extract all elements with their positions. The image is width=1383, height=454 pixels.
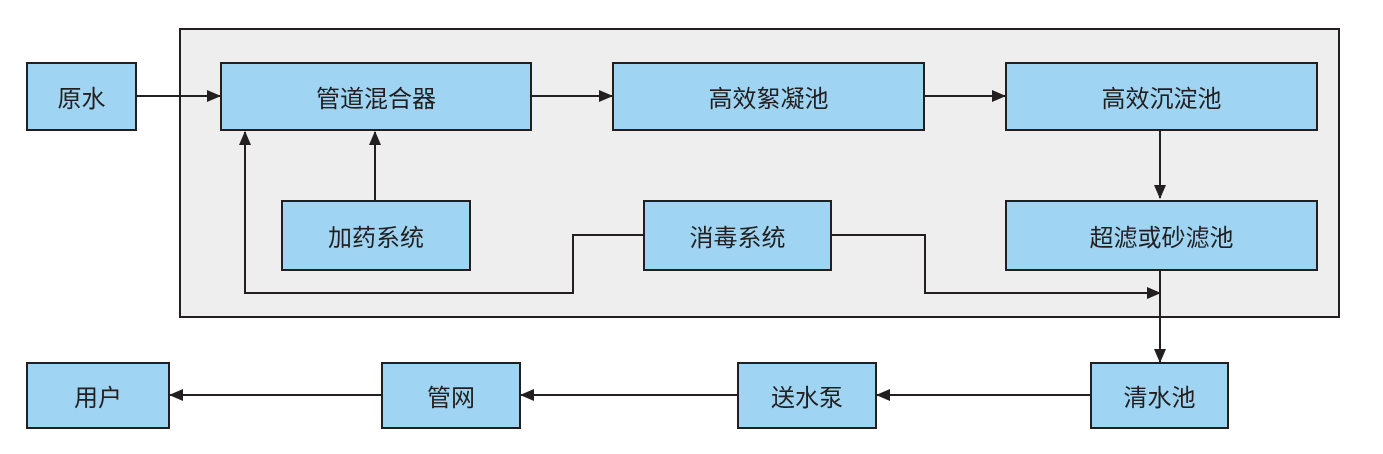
node-filter-tank: 超滤或砂滤池: [1005, 200, 1318, 271]
node-label: 消毒系统: [689, 224, 786, 252]
arrow-disinfection-to-outlet: [832, 234, 1161, 299]
node-pipe-mixer: 管道混合器: [220, 62, 532, 131]
arrow-disinfection-to-mixer: [239, 131, 643, 294]
node-label: 原水: [57, 85, 106, 113]
node-label: 超滤或砂滤池: [1089, 224, 1234, 252]
node-dosing-system: 加药系统: [281, 200, 471, 271]
node-label: 清水池: [1123, 384, 1196, 412]
node-water-pump: 送水泵: [737, 362, 877, 429]
node-user: 用户: [26, 362, 170, 429]
node-label: 送水泵: [771, 384, 843, 412]
node-coagulation-tank: 高效絮凝池: [612, 62, 925, 131]
node-disinfection-system: 消毒系统: [643, 200, 832, 271]
node-pipe-network: 管网: [381, 362, 521, 429]
node-label: 管网: [427, 384, 475, 412]
node-label: 用户: [74, 384, 122, 412]
node-label: 加药系统: [328, 224, 424, 252]
node-raw-water: 原水: [26, 62, 137, 131]
node-label: 高效沉淀池: [1101, 85, 1222, 113]
node-label: 管道混合器: [316, 85, 436, 113]
node-label: 高效絮凝池: [708, 85, 829, 113]
node-sedimentation-tank: 高效沉淀池: [1005, 62, 1318, 131]
node-clear-water-tank: 清水池: [1090, 362, 1229, 429]
